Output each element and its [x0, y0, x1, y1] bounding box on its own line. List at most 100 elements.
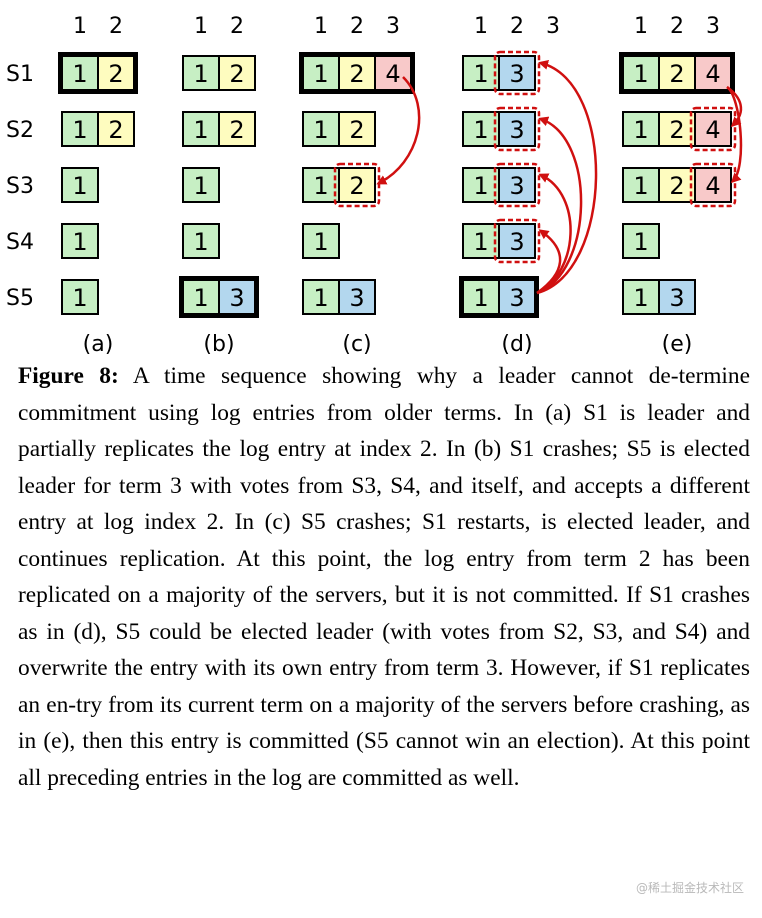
log-entry-term: 2: [349, 116, 364, 144]
log-entry: [182, 111, 220, 147]
log-entry: [498, 167, 536, 203]
log-entry-term: 1: [193, 228, 208, 256]
log-s4: 1: [61, 223, 99, 259]
log-entry: [338, 111, 376, 147]
log-s4: 1: [302, 223, 340, 259]
log-entry-term: 1: [633, 228, 648, 256]
log-entry-term: 1: [473, 228, 488, 256]
replication-arrow: [376, 76, 421, 185]
index-header: 2: [510, 14, 524, 39]
log-entry: [182, 55, 220, 91]
replication-arrow: [536, 173, 572, 295]
log-entry-term: 1: [72, 116, 87, 144]
log-entry-term: 1: [473, 284, 488, 312]
log-entry: [498, 223, 536, 259]
index-header: 2: [350, 14, 364, 39]
log-entry: [498, 111, 536, 147]
log-s3: 1: [61, 167, 99, 203]
log-entry-term: 3: [509, 60, 524, 88]
log-entry: [61, 167, 99, 203]
log-entry: [302, 279, 340, 315]
log-entry-term: 1: [633, 60, 648, 88]
leader-outline: [58, 52, 138, 94]
replicated-entry-highlight: [689, 162, 737, 208]
log-entry-term: 3: [509, 228, 524, 256]
log-entry-term: 3: [229, 284, 244, 312]
index-header: 3: [386, 14, 400, 39]
index-header: 3: [706, 14, 720, 39]
figure-label: Figure 8:: [18, 363, 119, 389]
server-label-s2: S2: [6, 118, 34, 143]
log-entry-term: 1: [193, 116, 208, 144]
log-entry-term: 1: [313, 60, 328, 88]
log-entry-term: 1: [313, 172, 328, 200]
log-entry: [374, 55, 412, 91]
replicated-entry-highlight: [493, 162, 541, 208]
log-entry-term: 2: [108, 116, 123, 144]
log-entry: [622, 223, 660, 259]
replication-arrow: [536, 59, 598, 295]
server-label-s4: S4: [6, 230, 34, 255]
leader-outline: [299, 52, 415, 94]
index-header: 1: [474, 14, 488, 39]
log-entry: [61, 223, 99, 259]
log-entry-term: 1: [193, 284, 208, 312]
log-entry: [218, 55, 256, 91]
log-entry-term: 1: [633, 172, 648, 200]
log-entry-term: 2: [669, 172, 684, 200]
log-entry-term: 1: [72, 172, 87, 200]
replication-arrow: [536, 229, 562, 295]
log-entry-term: 1: [193, 172, 208, 200]
log-entry-term: 3: [509, 172, 524, 200]
log-entry: [694, 167, 732, 203]
log-entry: [338, 55, 376, 91]
watermark: @稀土掘金技术社区: [635, 881, 744, 895]
log-entry-term: 3: [669, 284, 684, 312]
replicated-entry-highlight: [493, 50, 541, 96]
log-entry-term: 2: [229, 116, 244, 144]
log-entry: [182, 223, 220, 259]
panel-label: (a): [83, 332, 114, 357]
panel-label: (c): [342, 332, 371, 357]
log-entry-term: 1: [473, 60, 488, 88]
leader-outline: [619, 52, 735, 94]
replicated-entry-highlight: [333, 162, 381, 208]
log-entry-term: 4: [705, 116, 720, 144]
leader-outline: [179, 276, 259, 318]
log-entry-term: 1: [473, 116, 488, 144]
leader-outline: [459, 276, 539, 318]
log-s5: 1: [61, 279, 99, 315]
log-s4: 1: [622, 223, 660, 259]
log-entry: [462, 223, 500, 259]
log-entry: [302, 111, 340, 147]
log-entry: [658, 167, 696, 203]
log-entry-term: 1: [72, 60, 87, 88]
log-s4: 1: [182, 223, 220, 259]
index-header: 1: [194, 14, 208, 39]
server-label-s5: S5: [6, 286, 34, 311]
server-label-s3: S3: [6, 174, 34, 199]
log-entry-term: 1: [72, 284, 87, 312]
panel-label: (e): [662, 332, 693, 357]
log-entry: [694, 111, 732, 147]
log-entry-term: 1: [473, 172, 488, 200]
panel-label: (d): [501, 332, 532, 357]
panel-label: (b): [203, 332, 234, 357]
replication-arrow: [726, 85, 743, 184]
log-entry-term: 3: [509, 284, 524, 312]
